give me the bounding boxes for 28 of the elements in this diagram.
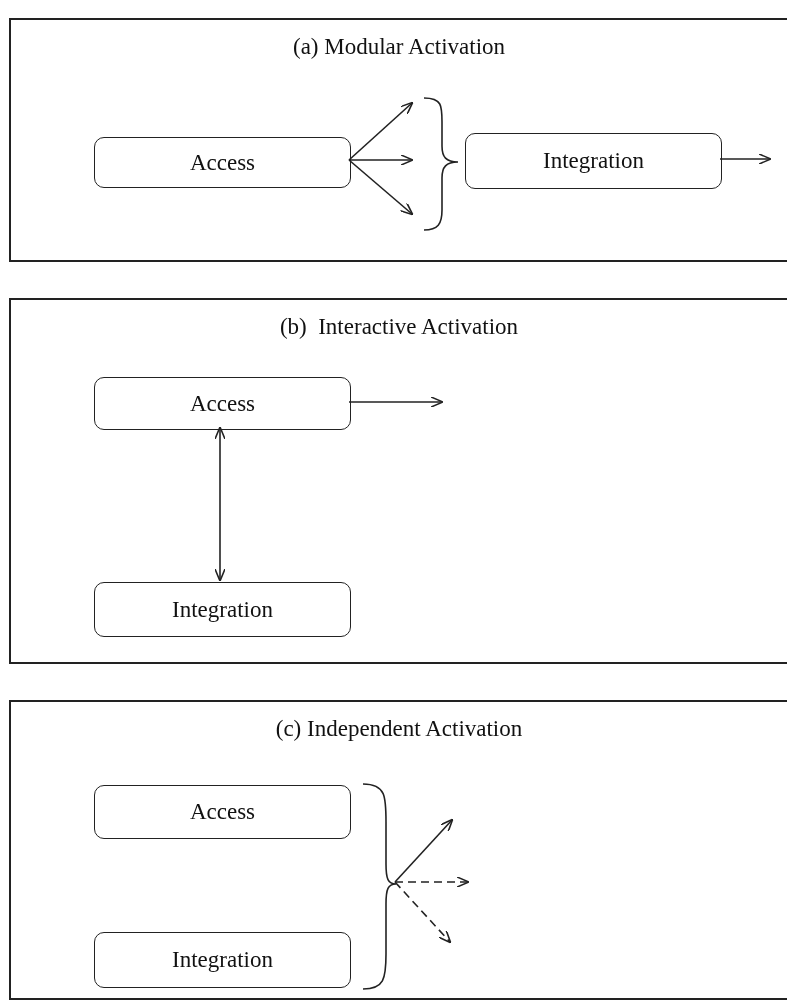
arrow (394, 881, 452, 944)
process-box (94, 377, 351, 430)
process-box (465, 133, 722, 189)
panel-frame (9, 298, 787, 664)
arrow (214, 426, 226, 582)
panel-title: (b) Interactive Activation (278, 314, 520, 340)
box-label: Access (189, 149, 256, 176)
process-box (94, 582, 351, 637)
curly-bracket (363, 784, 397, 989)
box-label: Integration (172, 596, 273, 623)
panel-frame (9, 700, 787, 1000)
box-label: Integration (172, 947, 273, 973)
process-box (94, 932, 351, 988)
panel-title: (a) Modular Activation (291, 34, 507, 60)
process-box (94, 785, 351, 839)
panel-frame (9, 18, 787, 262)
arrow (394, 876, 470, 888)
arrow (394, 818, 454, 883)
arrow (719, 153, 772, 165)
box-label: Access (189, 390, 256, 417)
box-label: Integration (543, 148, 644, 174)
box-label: Access (189, 799, 256, 825)
arrow (348, 154, 414, 166)
arrow (348, 159, 414, 216)
process-box (94, 137, 351, 188)
arrow (348, 101, 414, 161)
arrow (348, 396, 444, 408)
panel-title: (c) Independent Activation (274, 716, 524, 742)
